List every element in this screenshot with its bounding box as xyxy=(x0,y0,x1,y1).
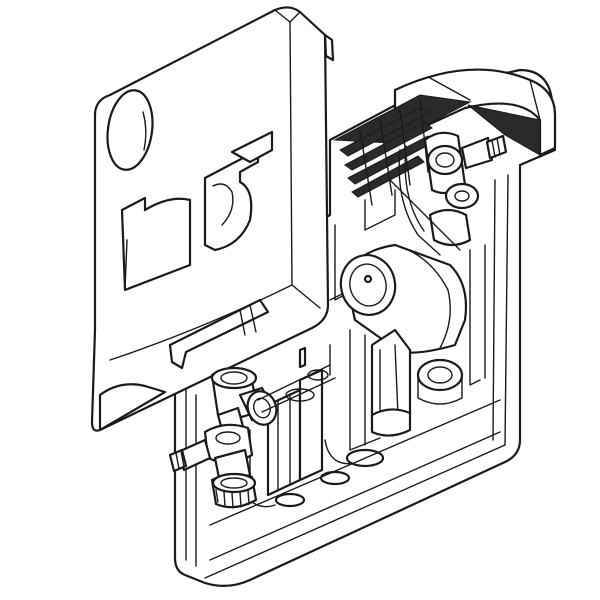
fin-grid xyxy=(333,94,541,206)
lower-valve xyxy=(168,366,278,509)
upper-valve xyxy=(389,131,508,256)
top-hood xyxy=(393,68,557,157)
connecting-pipe xyxy=(257,344,336,413)
cover-hinge xyxy=(168,298,270,370)
right-fitting xyxy=(416,358,464,405)
pump-motor xyxy=(339,243,468,437)
front-cover xyxy=(90,6,335,432)
